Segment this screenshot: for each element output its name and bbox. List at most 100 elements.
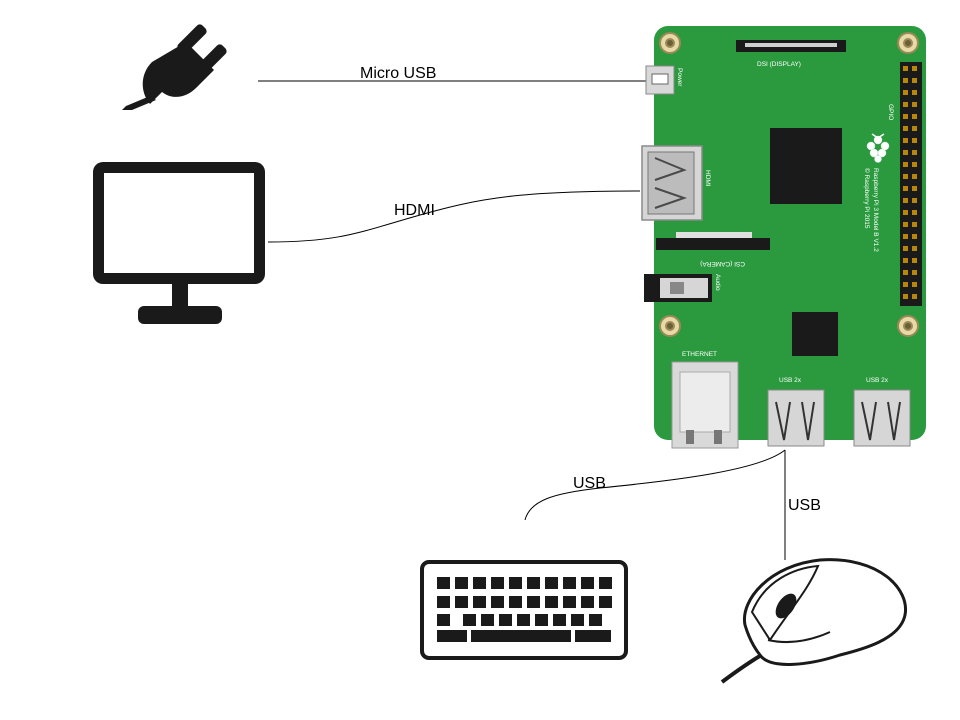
gpio-pin	[903, 258, 908, 263]
keyboard-key	[527, 577, 540, 589]
gpio-pin	[912, 102, 917, 107]
gpio-pin	[903, 66, 908, 71]
mounting-holes	[659, 32, 919, 337]
csi-connector	[656, 232, 770, 250]
gpio-pin	[903, 114, 908, 119]
keyboard-key	[463, 614, 476, 626]
gpio-pin	[903, 162, 908, 167]
gpio-pin	[912, 126, 917, 131]
model-text: Raspberry Pi 3 Model B V1.2	[872, 168, 879, 252]
gpio-pin	[912, 150, 917, 155]
power-port-label: Power	[676, 68, 683, 87]
dsi-label: DSI (DISPLAY)	[757, 61, 801, 68]
keyboard-key	[455, 577, 468, 589]
keyboard-key	[599, 596, 612, 608]
gpio-pin	[912, 162, 917, 167]
gpio-pin	[912, 222, 917, 227]
gpio-header	[900, 62, 922, 306]
keyboard-key	[437, 614, 450, 626]
gpio-pin	[912, 114, 917, 119]
keyboard-key	[437, 596, 450, 608]
gpio-pin	[903, 186, 908, 191]
monitor-icon	[93, 162, 265, 324]
gpio-pin	[903, 210, 908, 215]
keyboard-key	[473, 577, 486, 589]
lan-chip	[792, 312, 838, 356]
keyboard-key	[581, 577, 594, 589]
usb-port-2	[853, 389, 911, 447]
gpio-pin	[903, 246, 908, 251]
mouse-icon	[720, 558, 908, 684]
audio-jack	[644, 274, 712, 302]
gpio-pin	[912, 270, 917, 275]
pcb	[654, 26, 926, 440]
gpio-pin	[903, 150, 908, 155]
gpio-pin	[912, 234, 917, 239]
keyboard-keys	[437, 577, 612, 642]
gpio-pin	[903, 78, 908, 83]
keyboard-key	[491, 577, 504, 589]
gpio-pin	[912, 198, 917, 203]
keyboard-key	[509, 596, 522, 608]
gpio-pin	[912, 186, 917, 191]
keyboard-icon	[420, 560, 628, 660]
audio-label: Audio	[714, 274, 721, 291]
hdmi-port-label: HDMI	[704, 170, 711, 187]
gpio-pin	[903, 270, 908, 275]
keyboard-key	[571, 614, 584, 626]
keyboard-key	[545, 577, 558, 589]
ethernet-label: ETHERNET	[682, 351, 717, 358]
mouse-usb-label: USB	[788, 497, 821, 514]
keyboard-key	[517, 614, 530, 626]
gpio-pin	[903, 102, 908, 107]
gpio-pin	[912, 66, 917, 71]
gpio-pin	[912, 246, 917, 251]
power-plug-icon	[122, 24, 227, 110]
keyboard-key	[563, 596, 576, 608]
gpio-pin	[903, 126, 908, 131]
soc-chip	[770, 128, 842, 204]
keyboard-key	[553, 614, 566, 626]
gpio-pin	[912, 258, 917, 263]
gpio-pin	[912, 282, 917, 287]
micro-usb-port	[645, 65, 675, 95]
usb-port-1	[767, 389, 825, 447]
gpio-pin	[903, 198, 908, 203]
keyboard-key	[581, 596, 594, 608]
keyboard-usb-line	[524, 449, 786, 521]
hdmi-port	[641, 145, 703, 221]
micro-usb-label: Micro USB	[360, 65, 436, 82]
keyboard-key	[599, 577, 612, 589]
hdmi-cable-line	[267, 190, 641, 243]
keyboard-key	[509, 577, 522, 589]
gpio-pin	[903, 138, 908, 143]
hdmi-label: HDMI	[394, 202, 435, 219]
gpio-label: GPIO	[887, 104, 894, 120]
keyboard-key	[499, 614, 512, 626]
keyboard-key	[563, 577, 576, 589]
keyboard-key	[491, 596, 504, 608]
keyboard-key	[535, 614, 548, 626]
keyboard-key	[589, 614, 602, 626]
gpio-pin	[903, 174, 908, 179]
gpio-pin	[903, 222, 908, 227]
keyboard-usb-label: USB	[573, 475, 606, 492]
gpio-pin	[912, 174, 917, 179]
raspberry-logo-icon	[866, 133, 890, 163]
gpio-pin	[903, 294, 908, 299]
usb-label-2: USB 2x	[866, 377, 889, 384]
keyboard-key	[473, 596, 486, 608]
copyright-text: © Raspberry Pi 2015	[863, 168, 871, 229]
connection-lines	[258, 80, 786, 560]
keyboard-key	[575, 630, 611, 642]
ethernet-port	[671, 361, 739, 449]
gpio-pin	[903, 282, 908, 287]
dsi-connector	[736, 40, 846, 52]
gpio-pin	[912, 294, 917, 299]
keyboard-key	[455, 596, 468, 608]
gpio-pin	[903, 90, 908, 95]
gpio-pin	[912, 90, 917, 95]
keyboard-key	[527, 596, 540, 608]
gpio-pin	[912, 138, 917, 143]
